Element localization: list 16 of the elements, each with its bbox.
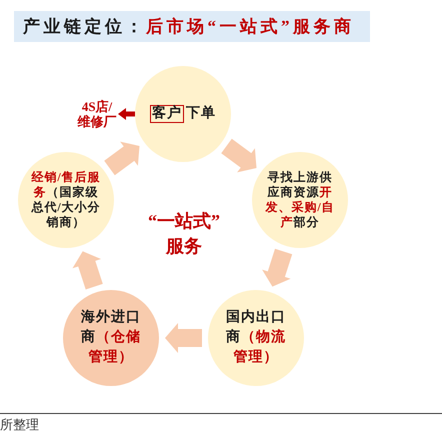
step-text: 寻找上游供应商资源开发、采购/自产部分 <box>264 170 336 230</box>
step-text: 海外进口商（仓储管理） <box>80 308 142 367</box>
block-arrow <box>165 323 202 353</box>
block-arrow <box>104 142 140 176</box>
highlighted-text: 客户 <box>152 106 182 122</box>
step-text: 下单 <box>186 105 216 123</box>
step-text: 国内出口商（物流管理） <box>225 308 287 367</box>
arrow <box>118 108 135 120</box>
block-arrow <box>262 248 292 287</box>
customer-type-label: 4S店/维修厂 <box>76 99 118 129</box>
center-label: “一站式”服务 <box>147 210 221 258</box>
block-arrow <box>221 138 256 172</box>
source-note: 所整理 <box>0 417 39 433</box>
block-arrow <box>72 251 103 290</box>
step-text: 经销/售后服务（国家级总代/大小分销商） <box>30 170 102 230</box>
title: 产业链定位：后市场“一站式”服务商 <box>23 16 354 38</box>
